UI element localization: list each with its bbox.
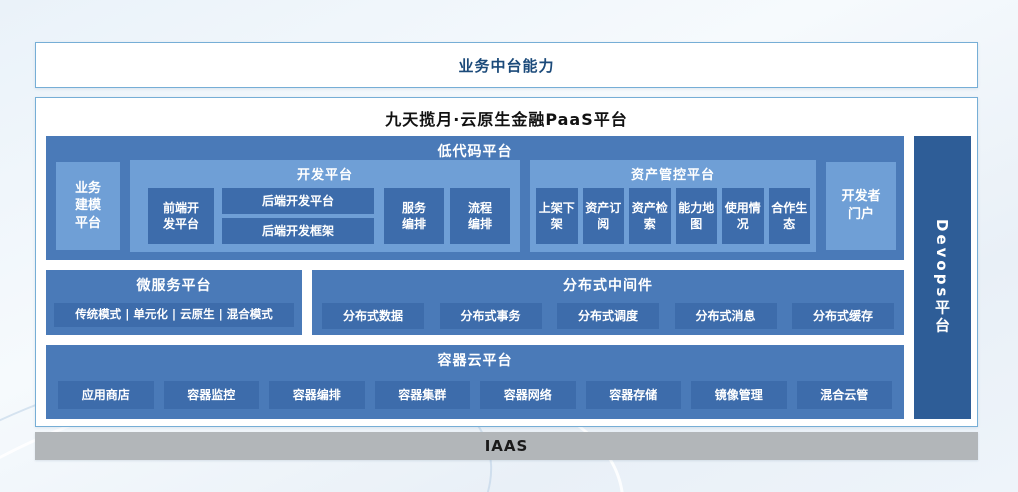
distributed-middleware-title: 分布式中间件: [563, 278, 653, 294]
dev-platform-subsection: 开发平台 前端开发平台 后端开发平台 后端开发框架 服务编排 流程编排: [130, 160, 520, 252]
container-cloud-item: 容器编排: [269, 381, 365, 409]
microservice-modes-label: 传统模式 | 单元化 | 云原生 | 混合模式: [75, 307, 273, 322]
container-cloud-item: 容器存储: [585, 381, 681, 409]
middleware-item: 分布式消息: [674, 303, 777, 329]
service-orchestration-label: 服务编排: [401, 200, 426, 231]
business-midplatform-banner: 业务中台能力: [35, 42, 978, 88]
microservice-platform-section: 微服务平台 传统模式 | 单元化 | 云原生 | 混合模式: [46, 270, 302, 335]
lowcode-platform-section: 低代码平台 业务建模平台 开发平台 前端开发平台 后端开发平台 后端开发框架: [46, 136, 904, 260]
container-cloud-item: 镜像管理: [691, 381, 787, 409]
asset-item: 使用情况: [722, 188, 764, 244]
asset-control-platform-subsection: 资产管控平台 上架下架 资产订阅 资产检索 能力地图 使用情况 合作生态: [530, 160, 816, 252]
frontend-dev-platform-label: 前端开发平台: [162, 200, 199, 231]
paas-platform-title: 九天揽月·云原生金融PaaS平台: [385, 110, 628, 129]
container-cloud-item: 混合云管: [796, 381, 892, 409]
devops-platform-label: Devops平台: [933, 219, 951, 336]
middleware-items: 分布式数据 分布式事务 分布式调度 分布式消息 分布式缓存: [322, 303, 894, 329]
dev-platform-title: 开发平台: [296, 168, 353, 183]
asset-item: 资产检索: [629, 188, 671, 244]
backend-dev-framework-box: 后端开发框架: [222, 218, 374, 244]
backend-dev-column: 后端开发平台 后端开发框架: [222, 188, 374, 244]
backend-dev-platform-label: 后端开发平台: [261, 193, 334, 208]
container-cloud-section: 容器云平台 应用商店 容器监控 容器编排 容器集群 容器网络 容器存储 镜像管理…: [46, 345, 904, 419]
middleware-item: 分布式调度: [557, 303, 659, 329]
devops-platform-bar: Devops平台: [914, 136, 971, 419]
container-cloud-item: 容器集群: [374, 381, 470, 409]
asset-platform-items: 上架下架 资产订阅 资产检索 能力地图 使用情况 合作生态: [536, 188, 810, 244]
microservice-modes-box: 传统模式 | 单元化 | 云原生 | 混合模式: [54, 303, 294, 327]
container-cloud-item: 容器监控: [163, 381, 259, 409]
frontend-dev-platform-box: 前端开发平台: [148, 188, 214, 244]
container-cloud-title: 容器云平台: [437, 353, 513, 369]
process-orchestration-label: 流程编排: [467, 200, 492, 231]
middleware-item: 分布式数据: [322, 303, 424, 329]
lowcode-platform-title: 低代码平台: [437, 144, 513, 160]
backend-dev-platform-box: 后端开发平台: [222, 188, 374, 214]
container-cloud-item: 应用商店: [58, 381, 154, 409]
process-orchestration-box: 流程编排: [450, 188, 510, 244]
container-cloud-item: 容器网络: [480, 381, 576, 409]
business-modeling-box: 业务建模平台: [56, 162, 120, 250]
business-modeling-label: 业务建模平台: [74, 180, 101, 231]
service-orchestration-box: 服务编排: [384, 188, 444, 244]
iaas-label: IAAS: [484, 437, 529, 455]
banner-title: 业务中台能力: [458, 56, 555, 75]
iaas-bar: IAAS: [35, 432, 978, 460]
backend-dev-framework-label: 后端开发框架: [261, 223, 334, 238]
container-cloud-items: 应用商店 容器监控 容器编排 容器集群 容器网络 容器存储 镜像管理 混合云管: [58, 381, 892, 409]
asset-item: 能力地图: [675, 188, 717, 244]
microservice-platform-title: 微服务平台: [136, 278, 212, 294]
developer-portal-label: 开发者门户: [841, 189, 881, 222]
asset-item: 上架下架: [536, 188, 578, 244]
paas-platform-container: 九天揽月·云原生金融PaaS平台 低代码平台 业务建模平台 开发平台 前端开发平…: [35, 97, 978, 427]
asset-item: 资产订阅: [582, 188, 624, 244]
distributed-middleware-section: 分布式中间件 分布式数据 分布式事务 分布式调度 分布式消息 分布式缓存: [312, 270, 904, 335]
asset-item: 合作生态: [768, 188, 810, 244]
developer-portal-box: 开发者门户: [826, 162, 896, 250]
middleware-item: 分布式缓存: [792, 303, 894, 329]
middleware-item: 分布式事务: [439, 303, 542, 329]
asset-control-platform-title: 资产管控平台: [630, 168, 715, 183]
